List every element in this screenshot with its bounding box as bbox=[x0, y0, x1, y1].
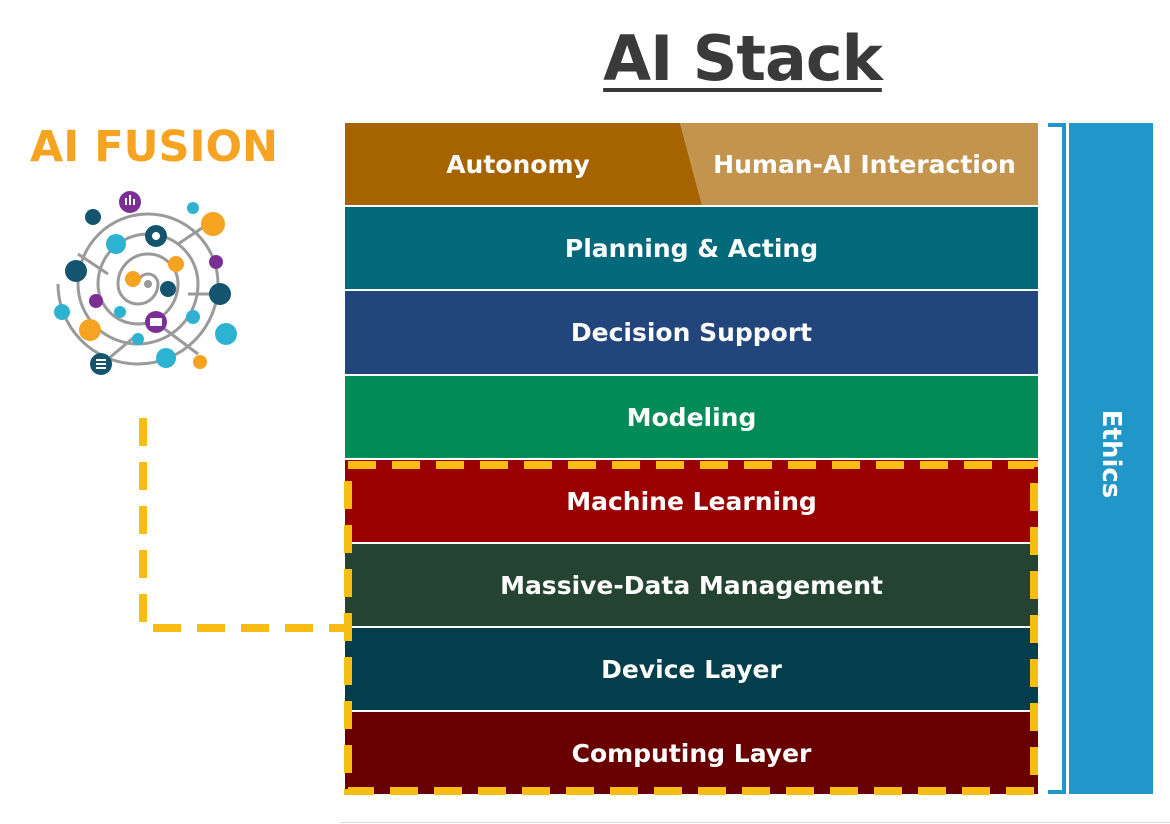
document-icon bbox=[54, 304, 70, 320]
printer-icon bbox=[193, 355, 207, 369]
phone-icon bbox=[106, 234, 126, 254]
layer-label: Device Layer bbox=[601, 654, 782, 684]
chip-icon bbox=[160, 281, 176, 297]
layer-planning-acting: Planning & Acting bbox=[345, 207, 1038, 289]
mobile-icon bbox=[156, 348, 176, 368]
human-ai-interaction-label: Human-AI Interaction bbox=[713, 149, 1016, 179]
layer-decision-support: Decision Support bbox=[345, 291, 1038, 374]
layer-modeling: Modeling bbox=[345, 376, 1038, 458]
layer-label: Machine Learning bbox=[566, 486, 817, 516]
ethics-bar bbox=[1069, 123, 1153, 794]
layer-massive-data-management: Massive-Data Management bbox=[345, 544, 1038, 626]
tools-icon bbox=[209, 283, 231, 305]
monitor-icon bbox=[85, 209, 101, 225]
lock-icon bbox=[89, 294, 103, 308]
layer-device: Device Layer bbox=[345, 628, 1038, 710]
autonomy-label: Autonomy bbox=[446, 149, 590, 179]
cursor-icon bbox=[125, 271, 141, 287]
ethics-bracket bbox=[1048, 123, 1066, 794]
keyboard-icon bbox=[132, 333, 144, 345]
layer-label: Computing Layer bbox=[571, 738, 812, 768]
layer-machine-learning: Machine Learning bbox=[345, 460, 1038, 542]
compass-icon bbox=[65, 260, 87, 282]
upload-icon bbox=[186, 310, 200, 324]
ai-fusion-title: AI FUSION bbox=[30, 122, 279, 172]
layer-computing: Computing Layer bbox=[345, 712, 1038, 794]
cloud-icon bbox=[201, 212, 225, 236]
baseline-divider bbox=[340, 822, 1170, 823]
display-icon bbox=[79, 319, 101, 341]
diagram-title: AI Stack bbox=[603, 22, 883, 95]
ai-fusion-logo bbox=[54, 191, 237, 375]
top-row: Autonomy Human-AI Interaction bbox=[345, 123, 1038, 205]
laptop-icon bbox=[215, 323, 237, 345]
autonomy-block bbox=[345, 123, 702, 205]
layer-label: Planning & Acting bbox=[564, 233, 819, 263]
battery-icon bbox=[114, 306, 126, 318]
tablet-icon bbox=[187, 202, 199, 214]
wifi-icon bbox=[209, 255, 223, 269]
layer-label: Decision Support bbox=[570, 318, 813, 347]
layer-label: Modeling bbox=[626, 402, 757, 432]
cart-icon bbox=[168, 256, 184, 272]
human-ai-interaction-block bbox=[680, 123, 1038, 205]
layer-label: Massive-Data Management bbox=[500, 570, 883, 600]
ethics-label: Ethics bbox=[1096, 409, 1126, 499]
